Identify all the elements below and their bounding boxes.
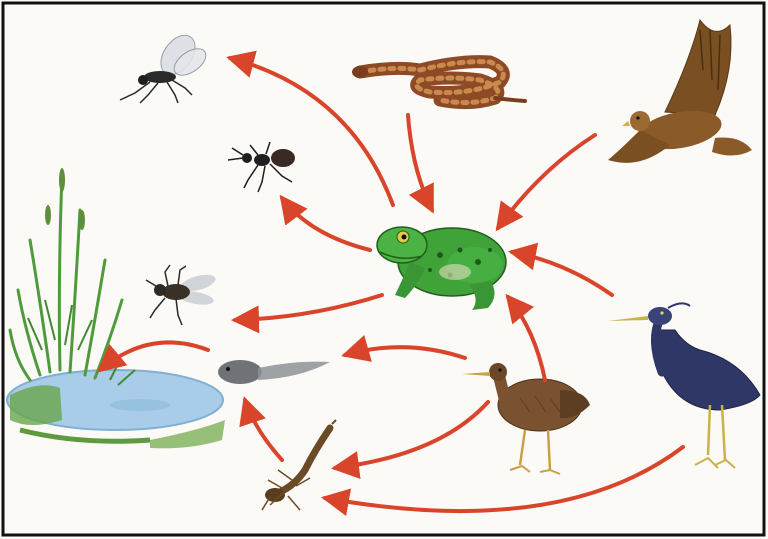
food-web-diagram	[0, 0, 768, 539]
food-web-canvas	[0, 0, 768, 539]
